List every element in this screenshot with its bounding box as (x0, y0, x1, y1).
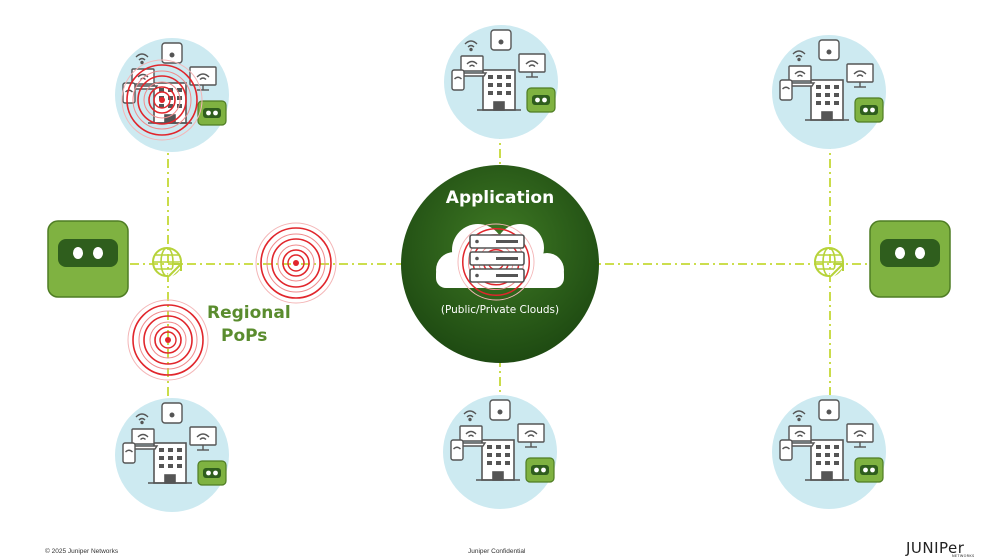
globe-icon (153, 248, 181, 276)
globe-icon (815, 248, 843, 276)
footer-copyright: © 2025 Juniper Networks (45, 548, 119, 555)
site-cluster (443, 24, 559, 140)
signal-rings-icon (255, 222, 337, 304)
site-cluster (771, 394, 887, 510)
application-subtitle: (Public/Private Clouds) (440, 304, 560, 316)
application-node (401, 165, 599, 363)
site-cluster (442, 394, 558, 510)
application-title: Application (445, 188, 555, 208)
site-cluster (114, 37, 230, 153)
logo-wordmark: JUNIPer (906, 539, 965, 557)
site-cluster (114, 397, 230, 513)
site-cluster (771, 34, 887, 150)
footer-confidential: Juniper Confidential (468, 548, 526, 555)
logo-subtext: NETWORKS (952, 554, 975, 558)
agent-box-icon (869, 220, 951, 298)
server-stack-icon (469, 234, 525, 283)
juniper-logo: JUNIPer NETWORKS (906, 538, 974, 558)
agent-box-icon (47, 220, 129, 298)
regional-pops-label: Regional (207, 303, 291, 323)
regional-pops-label-line2: PoPs (221, 326, 268, 346)
